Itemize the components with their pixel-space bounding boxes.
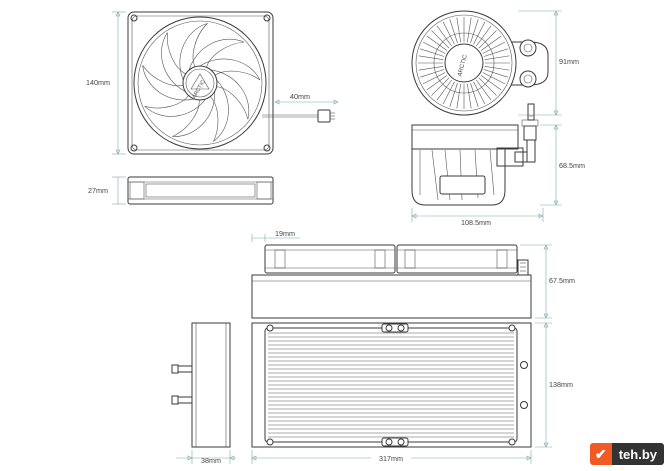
dimension-fan-thickness: 27mm	[88, 176, 126, 205]
pump-ray	[473, 21, 486, 45]
pump-ray	[449, 82, 458, 107]
pump-top-view: ARCTIC	[411, 10, 549, 116]
radiator-front-view	[251, 322, 532, 448]
fan-front-view: ARCTIC	[127, 11, 335, 155]
dimension-fan-to-edge: 19mm	[251, 229, 300, 242]
pump-ray	[449, 19, 458, 44]
pump-ray	[436, 25, 452, 47]
fan-blade	[188, 38, 245, 71]
pump-side-view	[411, 103, 539, 206]
pump-ray	[478, 30, 497, 49]
dimension-radiator-height: 67.5mm	[520, 244, 575, 319]
dim-pump-height-text: 68.5mm	[559, 161, 585, 170]
dim-radiator-length-text: 317mm	[379, 454, 403, 463]
radiator-end-tank	[171, 322, 231, 448]
pump-ray	[431, 77, 450, 96]
pump-ray	[466, 83, 472, 109]
radiator-side-view	[251, 244, 532, 319]
pump-ray	[482, 41, 506, 54]
pump-ray	[483, 69, 508, 78]
dim-pump-width-text: 108.5mm	[461, 218, 491, 227]
teh-by-watermark: ✔ teh.by	[589, 443, 664, 465]
pump-ray	[484, 55, 510, 61]
dim-fan-height-text: 140mm	[86, 78, 110, 87]
dimension-fan-height: 140mm	[86, 11, 126, 155]
pump-ray	[456, 83, 462, 109]
pump-ray	[436, 79, 452, 101]
dim-cable-text: 40mm	[290, 92, 310, 101]
pump-ray	[482, 72, 506, 85]
pump-ray	[470, 82, 479, 107]
fan-blades	[142, 23, 261, 142]
pump-vent-rays	[418, 17, 510, 109]
dimension-radiator-width: 138mm	[535, 322, 573, 448]
pump-ray	[426, 75, 448, 91]
radiator-fins	[268, 332, 514, 438]
pump-ray	[426, 35, 448, 51]
pump-ray	[476, 25, 492, 47]
dim-pump-diameter-text: 91mm	[559, 57, 579, 66]
dimension-end-tank: 38mm	[176, 450, 236, 465]
dim-radiator-width-text: 138mm	[549, 380, 573, 389]
dimension-radiator-length: 317mm	[251, 450, 532, 464]
dim-radiator-height-text: 67.5mm	[549, 276, 575, 285]
pump-ray	[431, 30, 450, 49]
pump-ray	[480, 75, 502, 91]
pump-ray	[470, 19, 479, 44]
pump-ray	[476, 79, 492, 101]
pump-ray	[466, 17, 472, 43]
pump-ray	[420, 69, 445, 78]
watermark-text: teh.by	[611, 443, 664, 465]
pump-ray	[420, 48, 445, 57]
pump-ray	[422, 41, 446, 54]
pump-ray	[478, 77, 497, 96]
fan-side-view	[127, 176, 274, 205]
dimension-pump-width: 108.5mm	[411, 208, 544, 227]
pump-ray	[422, 72, 446, 85]
pump-ray	[473, 81, 486, 105]
pump-ray	[418, 65, 444, 71]
pump-ray	[456, 17, 462, 43]
check-icon: ✔	[589, 443, 612, 465]
dimension-pump-diameter: 91mm	[518, 10, 579, 116]
pump-ray	[483, 48, 508, 57]
pump-ray	[484, 65, 510, 71]
dim-end-tank-text: 38mm	[201, 456, 221, 465]
dimension-pump-height: 68.5mm	[540, 124, 585, 206]
dimension-cable: 40mm	[274, 92, 339, 105]
pump-ray	[442, 21, 455, 45]
dim-fan-to-edge-text: 19mm	[275, 229, 295, 238]
pump-ray	[418, 55, 444, 61]
dim-fan-thickness-text: 27mm	[88, 186, 108, 195]
pump-ray	[442, 81, 455, 105]
pump-brand-label: ARCTIC	[457, 54, 469, 78]
pump-ray	[480, 35, 502, 51]
